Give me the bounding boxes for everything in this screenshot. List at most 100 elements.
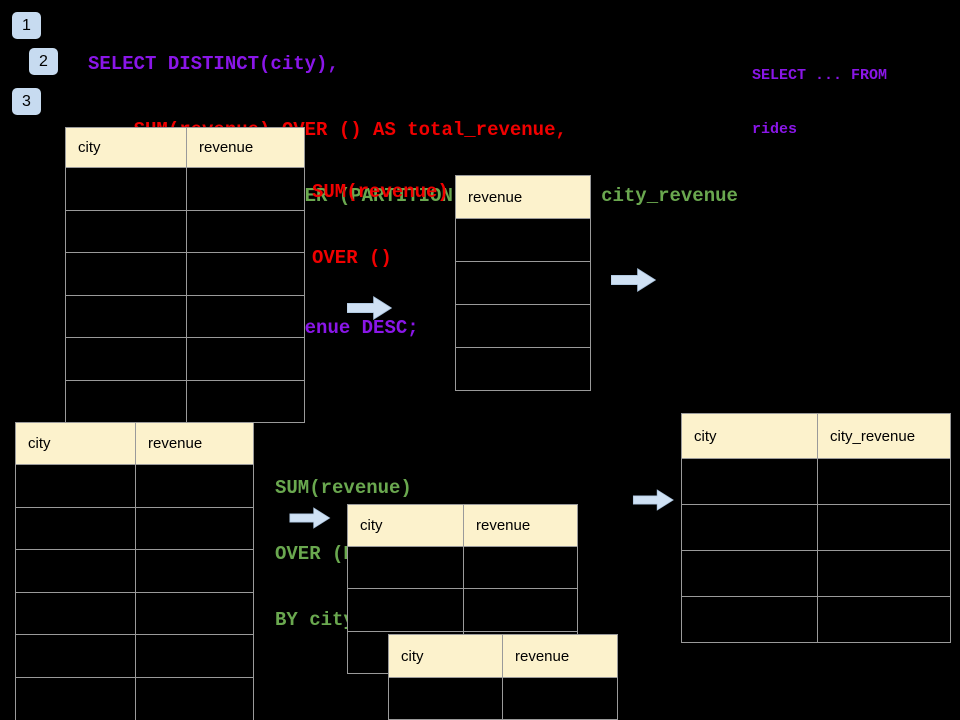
- table-row: [456, 261, 590, 304]
- table-row: [66, 252, 304, 295]
- table-source-bottom: city revenue: [15, 422, 254, 720]
- table-header-row: revenue: [456, 176, 590, 218]
- table-cell: [682, 459, 818, 504]
- annotation-line: OVER (): [312, 247, 392, 269]
- side-note-line: SELECT ... FROM: [752, 67, 888, 84]
- table-cell: [682, 597, 818, 642]
- column-header-revenue: revenue: [476, 517, 531, 534]
- table-cell: [348, 589, 464, 631]
- table-source-top: city revenue: [65, 127, 305, 423]
- table-body: [66, 167, 304, 422]
- table-cell: [136, 678, 253, 720]
- table-cell: [187, 253, 304, 295]
- table-row: [456, 304, 590, 347]
- step-badge-label: 1: [22, 16, 31, 34]
- table-cell: [66, 210, 187, 252]
- table-row: [16, 464, 253, 507]
- table-cell: [136, 635, 253, 677]
- table-cell: [503, 678, 617, 719]
- table-cell: [66, 168, 187, 210]
- table-body: [456, 218, 590, 390]
- table-cell: [187, 381, 304, 423]
- table-row: [16, 549, 253, 592]
- table-cell: [682, 551, 818, 596]
- table-cell: [16, 635, 136, 677]
- annotation-line: SUM(revenue): [275, 477, 412, 499]
- arrow-right-icon: [632, 489, 674, 511]
- table-cell: [16, 465, 136, 507]
- table-cell: [16, 507, 136, 550]
- table-total-revenue: revenue: [455, 175, 591, 391]
- table-cell: [16, 550, 136, 592]
- table-cell: [187, 168, 304, 210]
- table-body: [16, 464, 253, 720]
- table-row: [682, 550, 950, 596]
- table-row: [682, 596, 950, 642]
- table-cell: [136, 550, 253, 592]
- table-cell: [66, 380, 187, 422]
- table-header-row: city revenue: [348, 505, 577, 546]
- table-city-revenue-result: city city_revenue: [681, 413, 951, 643]
- table-cell: [348, 547, 464, 589]
- table-row: [682, 458, 950, 504]
- table-row: [348, 588, 577, 631]
- arrow-right-icon: [289, 507, 331, 529]
- table-cell: [456, 348, 590, 390]
- step-badge-3: 3: [12, 88, 41, 115]
- column-header-city: city: [16, 423, 136, 464]
- column-header-revenue: revenue: [515, 647, 570, 665]
- table-row: [66, 209, 304, 253]
- table-cell: [464, 547, 577, 588]
- table-cell: [389, 678, 503, 719]
- step-badge-label: 2: [39, 52, 48, 70]
- annotation-total-revenue: SUM(revenue) OVER (): [312, 137, 449, 313]
- table-cell: [16, 677, 136, 720]
- table-row: [16, 506, 253, 550]
- table-row: [456, 218, 590, 261]
- table-cell: [187, 211, 304, 253]
- table-row: [16, 634, 253, 677]
- column-header-revenue: revenue: [148, 435, 203, 452]
- side-note-line: rides: [752, 121, 798, 138]
- table-row: [16, 676, 253, 720]
- table-cell: [818, 551, 950, 596]
- table-cell: [66, 338, 187, 380]
- table-cell: [16, 592, 136, 635]
- table-header-row: city revenue: [389, 635, 617, 677]
- arrow-right-icon: [611, 268, 656, 292]
- step-badge-1: 1: [12, 12, 41, 39]
- table-cell: [456, 219, 590, 261]
- table-row: [456, 347, 590, 390]
- table-body: [389, 677, 617, 720]
- column-header-city: city: [389, 635, 503, 677]
- table-cell: [456, 305, 590, 347]
- arrow-right-icon: [347, 296, 392, 320]
- table-partition-overlap: city revenue: [388, 634, 618, 720]
- table-row: [66, 379, 304, 423]
- side-note-select-from-rides: SELECT ... FROM rides: [752, 31, 887, 175]
- table-cell: [456, 262, 590, 304]
- table-cell: [682, 505, 818, 550]
- table-row: [66, 337, 304, 380]
- column-header-revenue: revenue: [468, 188, 523, 206]
- table-cell: [66, 295, 187, 337]
- table-row: [16, 591, 253, 635]
- table-cell: [818, 597, 950, 642]
- table-cell: [187, 338, 304, 380]
- column-header-city: city: [348, 505, 464, 546]
- table-cell: [818, 459, 950, 504]
- step-badge-label: 3: [22, 92, 31, 110]
- column-header-revenue: revenue: [199, 139, 254, 156]
- table-cell: [818, 505, 950, 550]
- sql-line-select: SELECT DISTINCT(city),: [88, 53, 339, 75]
- table-cell: [136, 593, 253, 635]
- table-header-row: city city_revenue: [682, 414, 950, 458]
- table-cell: [136, 465, 253, 507]
- table-cell: [66, 253, 187, 295]
- table-row: [66, 167, 304, 210]
- table-cell: [464, 589, 577, 630]
- step-badge-2: 2: [29, 48, 58, 75]
- table-cell: [136, 508, 253, 550]
- column-header-city-revenue: city_revenue: [830, 427, 916, 445]
